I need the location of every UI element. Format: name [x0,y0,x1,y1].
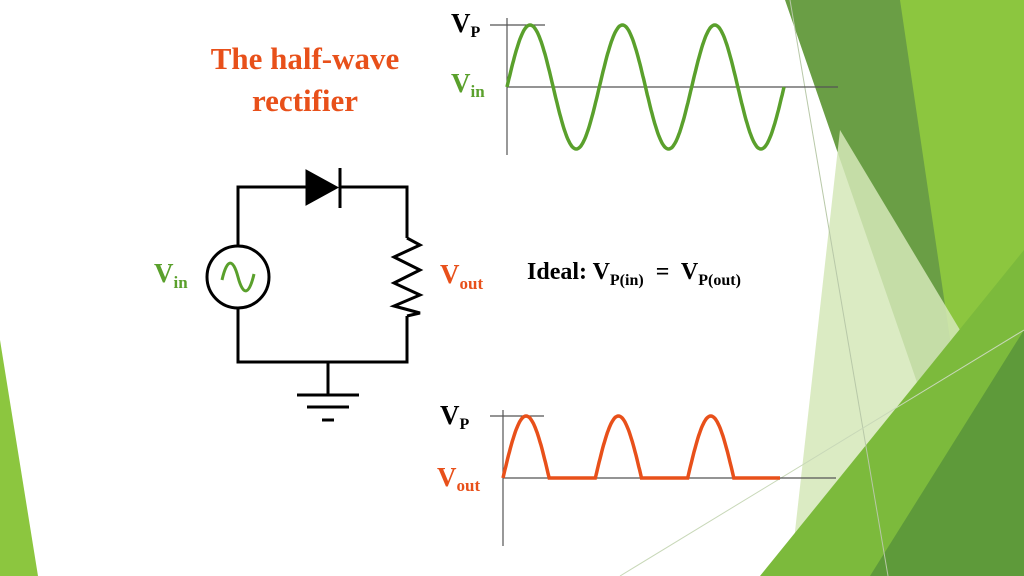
ideal-equation: Ideal: VP(in) = VP(out) [527,259,741,289]
load-sub: out [460,274,484,293]
input-peak-label: VP [451,8,481,41]
diode-icon [305,168,342,208]
ground-icon [297,362,359,422]
output-peak-sub: P [460,416,470,433]
input-waveform-graph: VP Vin [451,8,838,155]
deco-right-pale-wedge [790,130,960,576]
equation-sub-left: P(in) [610,272,644,289]
circuit-schematic [205,168,424,422]
output-signal-sub: out [457,476,481,495]
output-peak-label: VP [440,400,470,433]
input-signal-sub: in [471,82,486,101]
circuit-wire-loop [236,185,409,364]
output-waveform-graph: VP Vout [437,400,836,546]
resistor-icon [389,236,424,318]
input-sine-wave [505,23,786,151]
slide-title: The half-wave rectifier [180,38,430,122]
equation-sub-right: P(out) [698,272,741,289]
source-label: Vin [154,258,188,292]
deco-thin-line-2 [619,329,1024,576]
input-peak-sub: P [471,24,481,41]
slide-title-line1: The half-wave [210,41,400,76]
output-signal-label: Vout [437,462,480,495]
deco-bottom-dark-wedge [870,330,1024,576]
ac-source-icon [205,244,271,310]
output-rectified-wave [501,414,780,480]
input-signal-label: Vin [451,68,485,101]
load-label: Vout [440,259,483,293]
source-sub: in [174,273,189,292]
deco-thin-line-1 [789,0,889,576]
deco-left-sliver [0,340,38,576]
slide-title-line2: rectifier [251,83,359,118]
